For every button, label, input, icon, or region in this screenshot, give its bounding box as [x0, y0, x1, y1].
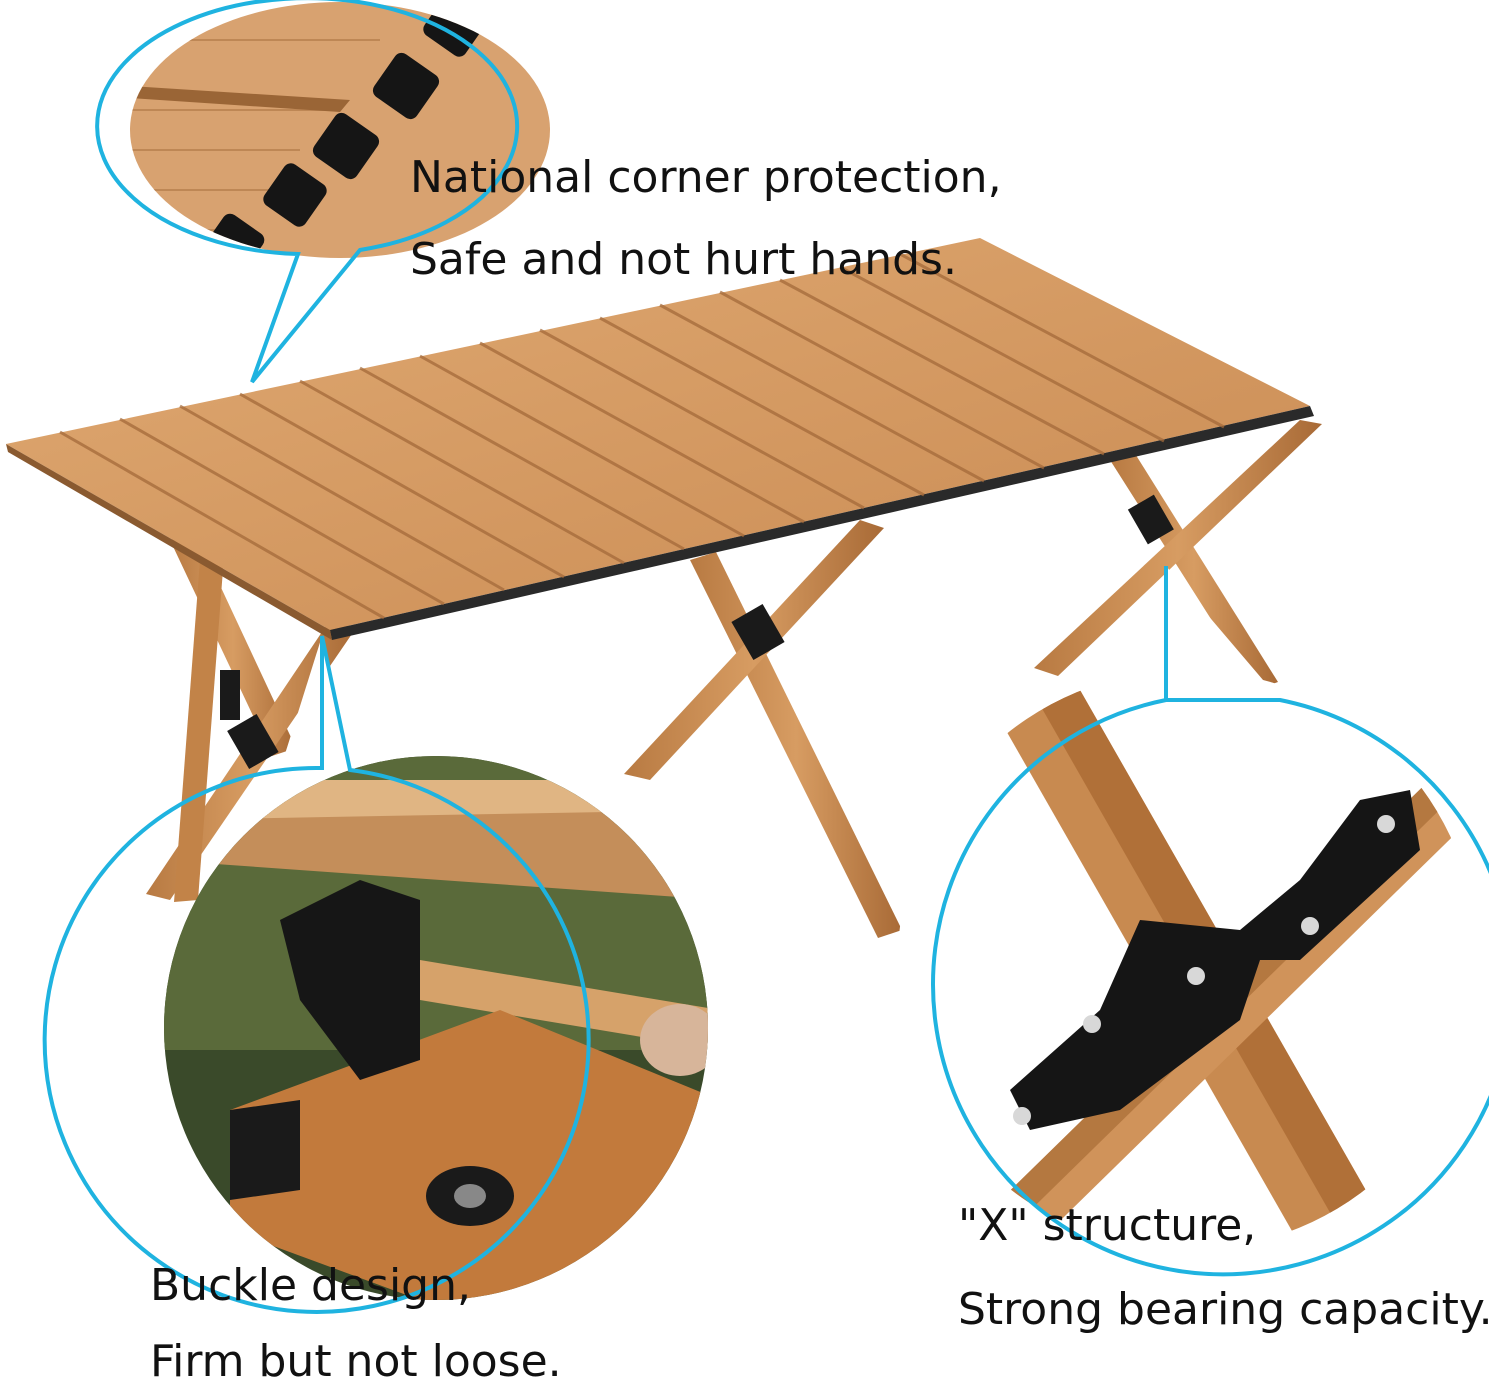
buckle-design-callout — [42, 635, 708, 1314]
corner-caption-line2: Safe and not hurt hands. — [410, 234, 957, 285]
buckle-caption-line2: Firm but not loose. — [150, 1336, 562, 1387]
x-structure-callout — [898, 566, 1489, 1277]
corner-caption-line1: National corner protection, — [410, 152, 1002, 203]
table-legs — [146, 420, 1322, 938]
table-top — [6, 238, 1314, 640]
corner-protection-callout — [95, 0, 550, 384]
buckle-caption-line1: Buckle design, — [150, 1260, 471, 1311]
x-caption-line1: "X" structure, — [958, 1200, 1257, 1251]
x-caption-line2: Strong bearing capacity. — [958, 1284, 1489, 1335]
folding-table — [6, 238, 1322, 938]
